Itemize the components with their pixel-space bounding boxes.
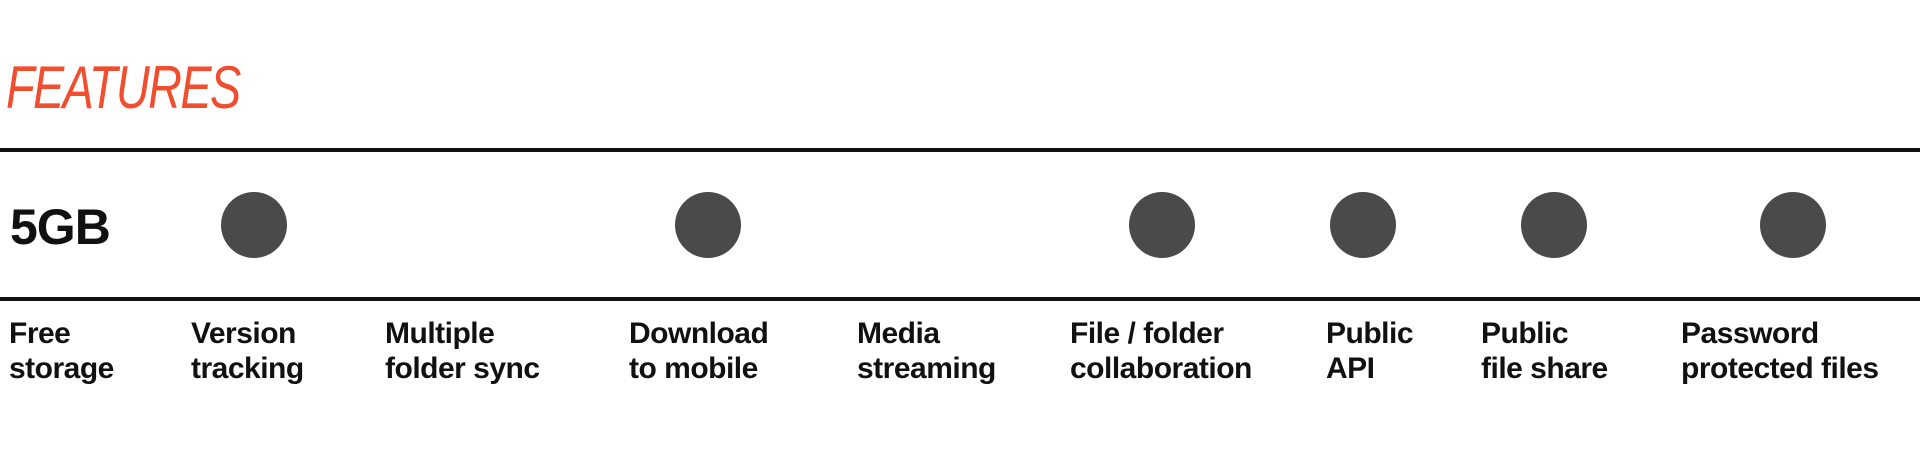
feature-label-line: file share — [1481, 352, 1608, 385]
feature-label-free-storage: Free storage — [9, 316, 114, 386]
feature-label-public-file-share: Public file share — [1481, 316, 1608, 386]
feature-label-line: Media — [857, 317, 940, 350]
feature-label-version-tracking: Version tracking — [191, 316, 304, 386]
feature-label-line: File / folder — [1070, 317, 1224, 350]
feature-label-line: folder sync — [385, 352, 540, 385]
download-to-mobile-check-dot — [675, 192, 741, 258]
feature-label-line: API — [1326, 352, 1375, 385]
feature-label-line: tracking — [191, 352, 304, 385]
feature-label-public-api: Public API — [1326, 316, 1414, 386]
feature-label-line: protected files — [1681, 352, 1879, 385]
feature-label-download-to-mobile: Download to mobile — [629, 316, 769, 386]
feature-label-line: Download — [629, 317, 769, 350]
feature-label-multiple-folder-sync: Multiple folder sync — [385, 316, 540, 386]
password-protected-check-dot — [1760, 192, 1826, 258]
version-tracking-check-dot — [221, 192, 287, 258]
collaboration-check-dot — [1129, 192, 1195, 258]
feature-label-line: Version — [191, 317, 296, 350]
top-divider — [0, 148, 1920, 152]
features-heading: FEATURES — [6, 54, 241, 121]
feature-label-line: storage — [9, 352, 114, 385]
feature-label-file-folder-collaboration: File / folder collaboration — [1070, 316, 1252, 386]
feature-label-line: Multiple — [385, 317, 495, 350]
public-api-check-dot — [1330, 192, 1396, 258]
feature-label-line: Password — [1681, 317, 1819, 350]
feature-label-line: Public — [1326, 317, 1414, 350]
feature-label-line: to mobile — [629, 352, 758, 385]
feature-label-line: collaboration — [1070, 352, 1252, 385]
bottom-divider — [0, 297, 1920, 301]
feature-label-password-protected-files: Password protected files — [1681, 316, 1879, 386]
free-storage-value: 5GB — [10, 199, 111, 255]
feature-label-line: streaming — [857, 352, 996, 385]
public-file-share-check-dot — [1521, 192, 1587, 258]
feature-label-line: Free — [9, 317, 71, 350]
feature-label-line: Public — [1481, 317, 1569, 350]
feature-label-media-streaming: Media streaming — [857, 316, 996, 386]
